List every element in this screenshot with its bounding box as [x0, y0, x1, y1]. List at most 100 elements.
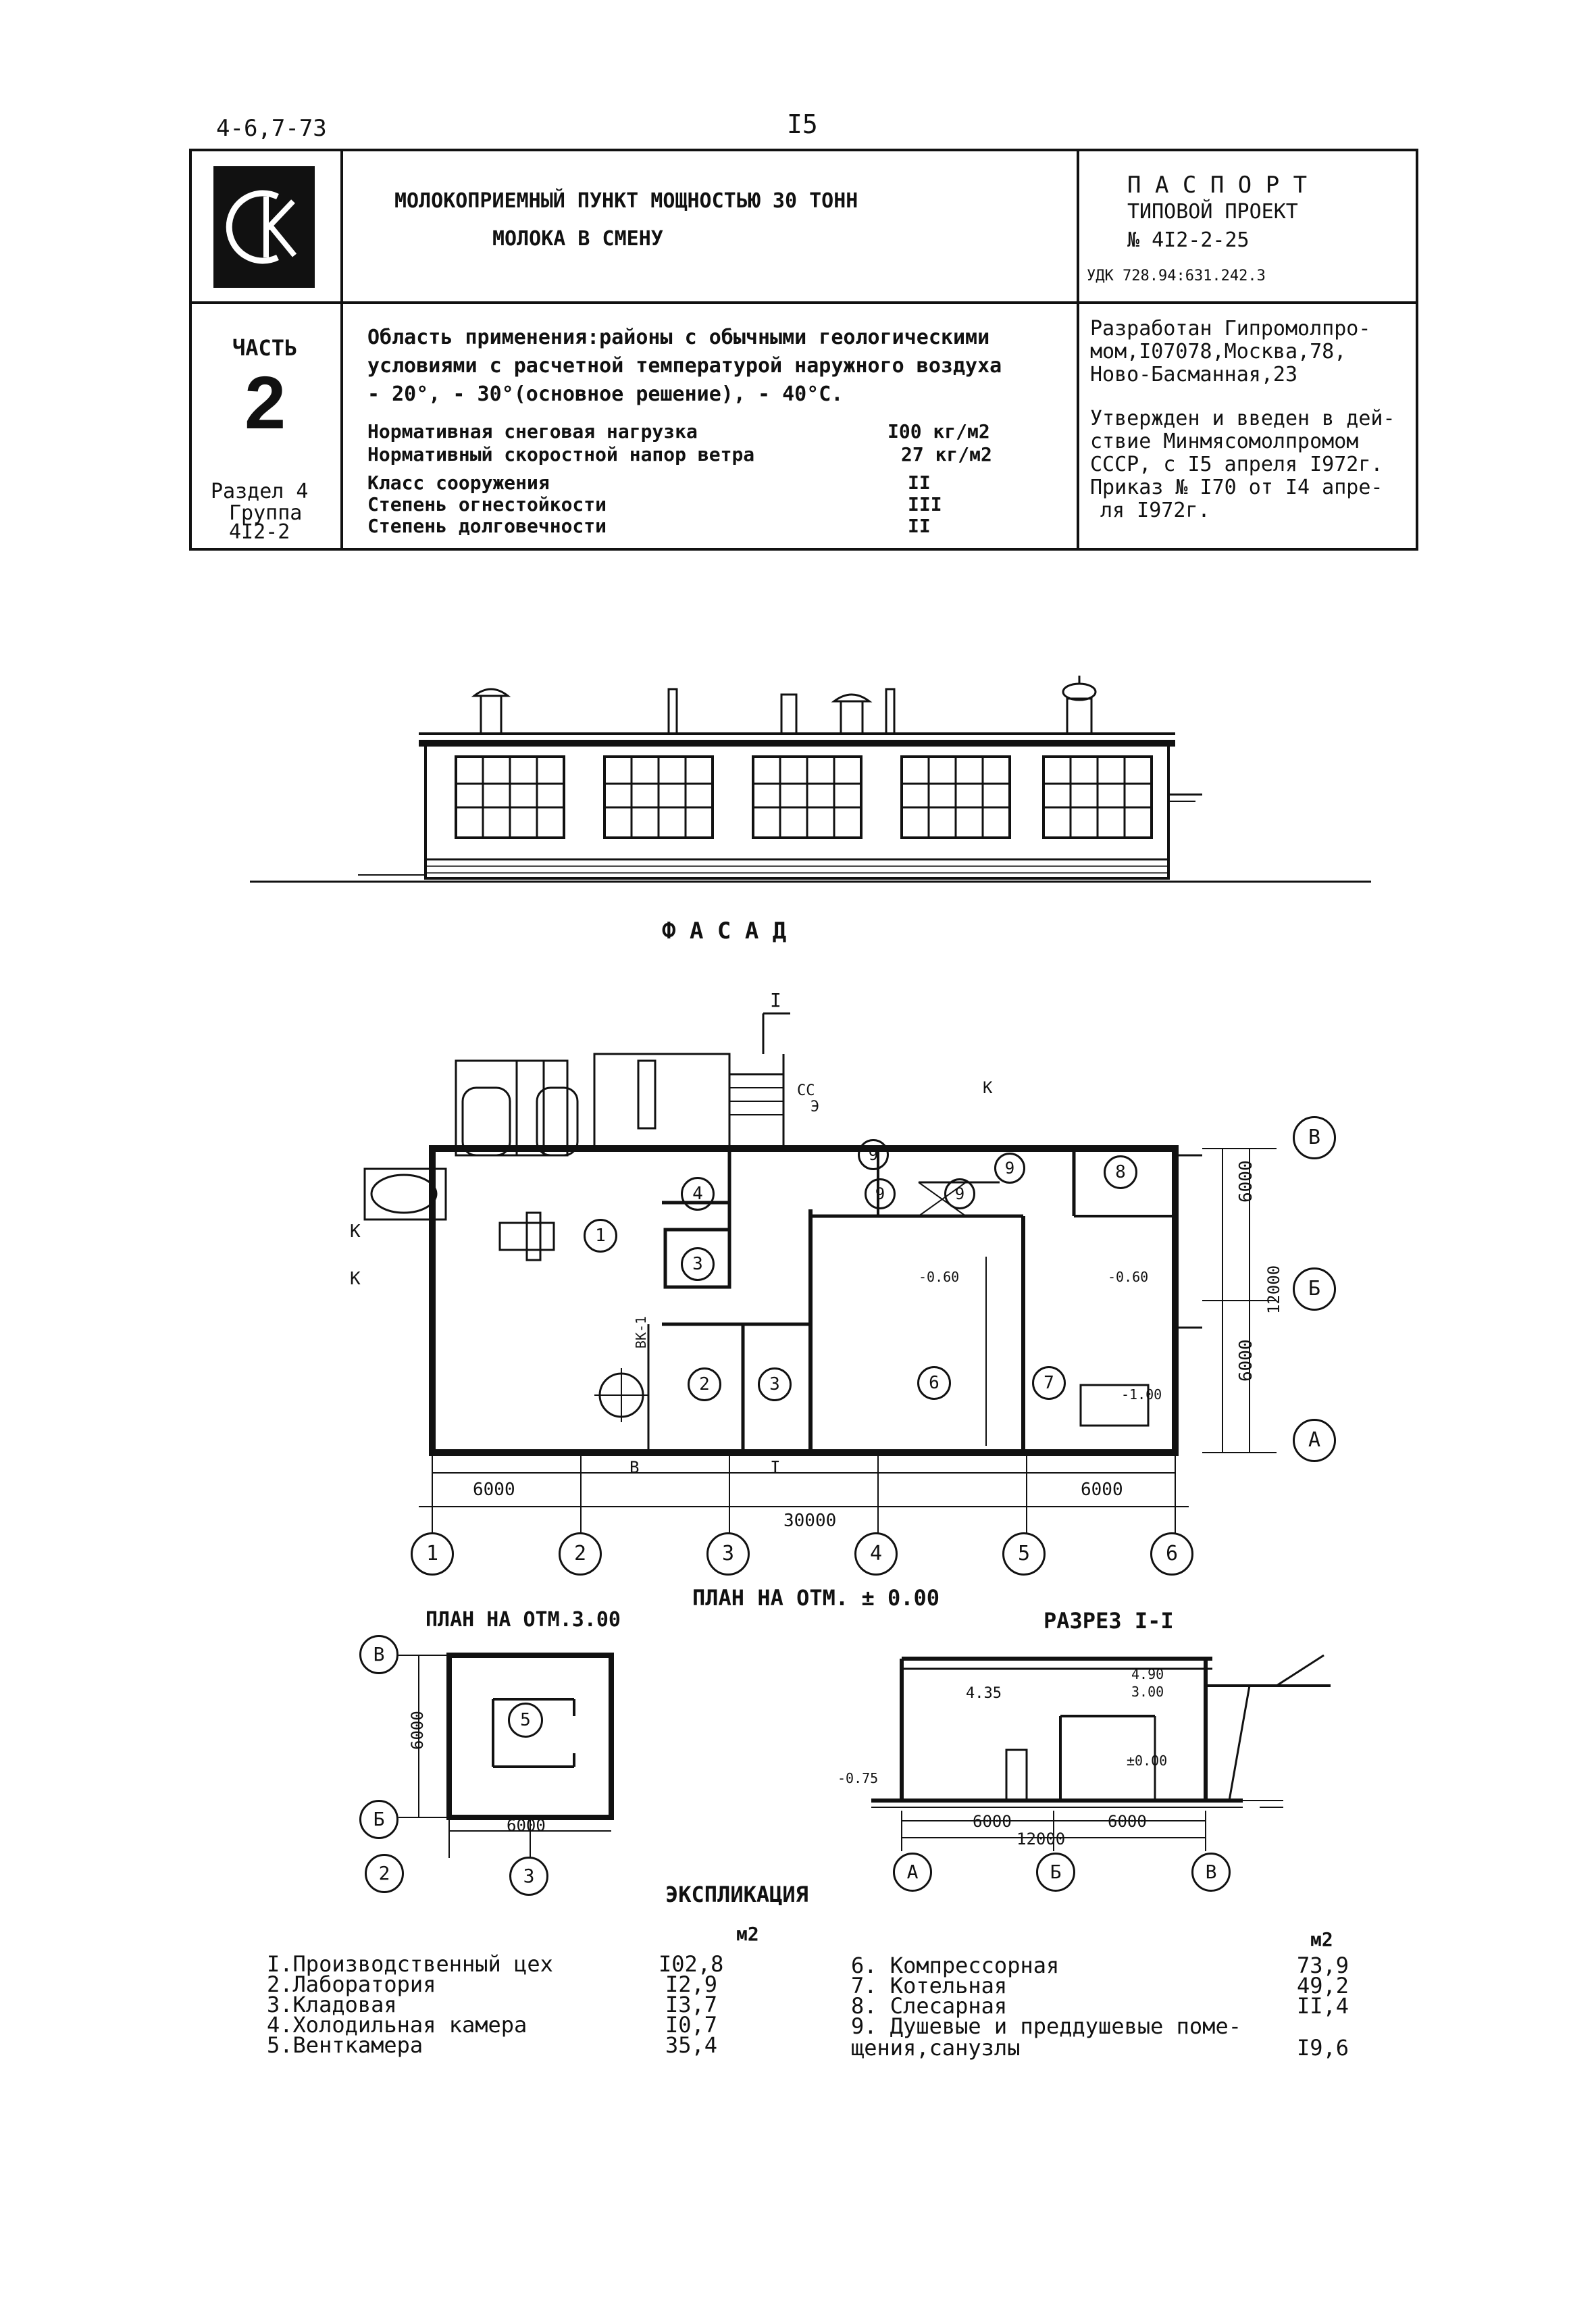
logo [213, 166, 315, 288]
room-9-marker-b: 9 [865, 1178, 896, 1209]
room-1-circle: 1 [584, 1219, 617, 1253]
dim-vert-bottom: 6000 [1236, 1339, 1256, 1382]
room-9-marker-d: 9 [994, 1153, 1025, 1184]
document-code: 4-6,7-73 [216, 115, 327, 142]
project-type: ТИПОВОЙ ПРОЕКТ [1127, 200, 1298, 224]
section-axis-a: А [893, 1853, 932, 1892]
approval-line-5: ля I972г. [1100, 499, 1210, 522]
marker-k-1: К [350, 1222, 361, 1242]
axis-4: 4 [854, 1532, 898, 1576]
room-9-marker-c: 9 [944, 1178, 975, 1209]
application-line-1: Область применения:районы с обычными гео… [367, 326, 990, 349]
section-dim-left: 6000 [973, 1812, 1012, 1831]
level-boiler: -0.60 [1108, 1269, 1149, 1285]
level-compressor: -0.60 [919, 1269, 960, 1285]
axis-a: А [1293, 1419, 1336, 1462]
developer-line-1: Разработан Гипромолпро- [1090, 317, 1371, 341]
axis-b: Б [1293, 1267, 1336, 1311]
passport-label: П А С П О Р Т [1127, 172, 1308, 199]
section-caption: РАЗРЕЗ I-I [1044, 1608, 1174, 1634]
dim-vert-total: 12000 [1264, 1265, 1283, 1314]
developer-line-2: мом,I07078,Москва,78, [1090, 340, 1347, 363]
room-9-marker-a: 9 [858, 1139, 889, 1170]
marker-e: Э [810, 1099, 820, 1115]
explication-unit-left: м2 [736, 1923, 759, 1945]
axis-1: 1 [411, 1532, 454, 1576]
section-axis-b: Б [1036, 1853, 1075, 1892]
axis-5: 5 [1002, 1532, 1046, 1576]
axis-6: 6 [1150, 1532, 1193, 1576]
plan-caption: ПЛАН НА ОТМ. ± 0.00 [692, 1585, 940, 1611]
vent-label: ВК-1 [633, 1315, 650, 1349]
axis-3: 3 [706, 1532, 750, 1576]
approval-line-4: Приказ № I70 от I4 апре- [1090, 476, 1383, 499]
project-title-line2: МОЛОКА В СМЕНУ [492, 227, 663, 251]
upper-plan-caption: ПЛАН НА ОТМ.3.00 [426, 1608, 621, 1632]
axis-v: В [1293, 1116, 1336, 1159]
upper-floor-plan [398, 1653, 614, 1858]
room-4-marker: 4 [681, 1177, 715, 1211]
room-3-marker: 3 [758, 1367, 792, 1401]
facade-caption: Ф А С А Д [662, 917, 787, 945]
application-line-2: условиями с расчетной температурой наруж… [367, 354, 1002, 378]
marker-k-2: К [350, 1269, 361, 1289]
approval-line-3: СССР, с I5 апреля I972г. [1090, 453, 1383, 476]
section-drawing [871, 1654, 1331, 1851]
marker-k-top: К [983, 1078, 993, 1097]
upper-axis-3: 3 [509, 1857, 548, 1896]
udk-code: УДК 728.94:631.242.3 [1087, 268, 1266, 284]
level-pit: -1.00 [1121, 1386, 1162, 1403]
part-label: ЧАСТЬ [232, 335, 298, 361]
axis-2: 2 [559, 1532, 602, 1576]
marker-v: В [629, 1458, 640, 1477]
facade-drawing [250, 676, 1371, 883]
section-mark-top: I [770, 989, 781, 1011]
dim-left-6000: 6000 [473, 1480, 515, 1500]
part-number: 2 [244, 361, 286, 445]
passport-header-table: МОЛОКОПРИЕМНЫЙ ПУНКТ МОЩНОСТЬЮ 30 ТОНН М… [189, 149, 1418, 551]
upper-room-5: 5 [508, 1703, 543, 1738]
section-dim-right: 6000 [1108, 1812, 1147, 1831]
upper-dim-vert: 6000 [408, 1711, 427, 1750]
approval-line-2: ствие Минмясомолпромом [1090, 430, 1359, 453]
dim-vert-top: 6000 [1236, 1160, 1256, 1203]
section-dim-total: 12000 [1016, 1830, 1066, 1848]
explication-item-9: 9. Душевые и преддушевые поме- [851, 2013, 1241, 2039]
project-title-line1: МОЛОКОПРИЕМНЫЙ ПУНКТ МОЩНОСТЬЮ 30 ТОНН [394, 189, 858, 213]
group-label: Группа [229, 501, 303, 525]
room-3b-marker: 3 [681, 1247, 715, 1281]
explication-title: ЭКСПЛИКАЦИЯ [665, 1882, 808, 1907]
dim-right-6000: 6000 [1081, 1480, 1123, 1500]
group-code: 4I2-2 [229, 520, 290, 544]
room-8-marker: 8 [1104, 1155, 1137, 1189]
section-level-435: 4.35 [966, 1685, 1002, 1702]
room-2-marker: 2 [688, 1367, 721, 1401]
page-number: I5 [787, 109, 818, 139]
upper-axis-2: 2 [365, 1854, 404, 1893]
section-level-300: 3.00 [1131, 1684, 1164, 1700]
approval-line-1: Утвержден и введен в дей- [1090, 407, 1395, 430]
marker-cc: СС [797, 1082, 815, 1099]
upper-axis-b: Б [359, 1800, 398, 1839]
section-label: Раздел 4 [211, 480, 309, 503]
section-level-490: 4.90 [1131, 1666, 1164, 1682]
dim-total-30000: 30000 [783, 1511, 837, 1531]
developer-line-3: Ново-Басманная,23 [1090, 363, 1298, 386]
section-level-075: -0.75 [838, 1770, 879, 1786]
room-6-marker: 6 [917, 1366, 951, 1400]
project-number: № 4I2-2-25 [1127, 228, 1250, 252]
